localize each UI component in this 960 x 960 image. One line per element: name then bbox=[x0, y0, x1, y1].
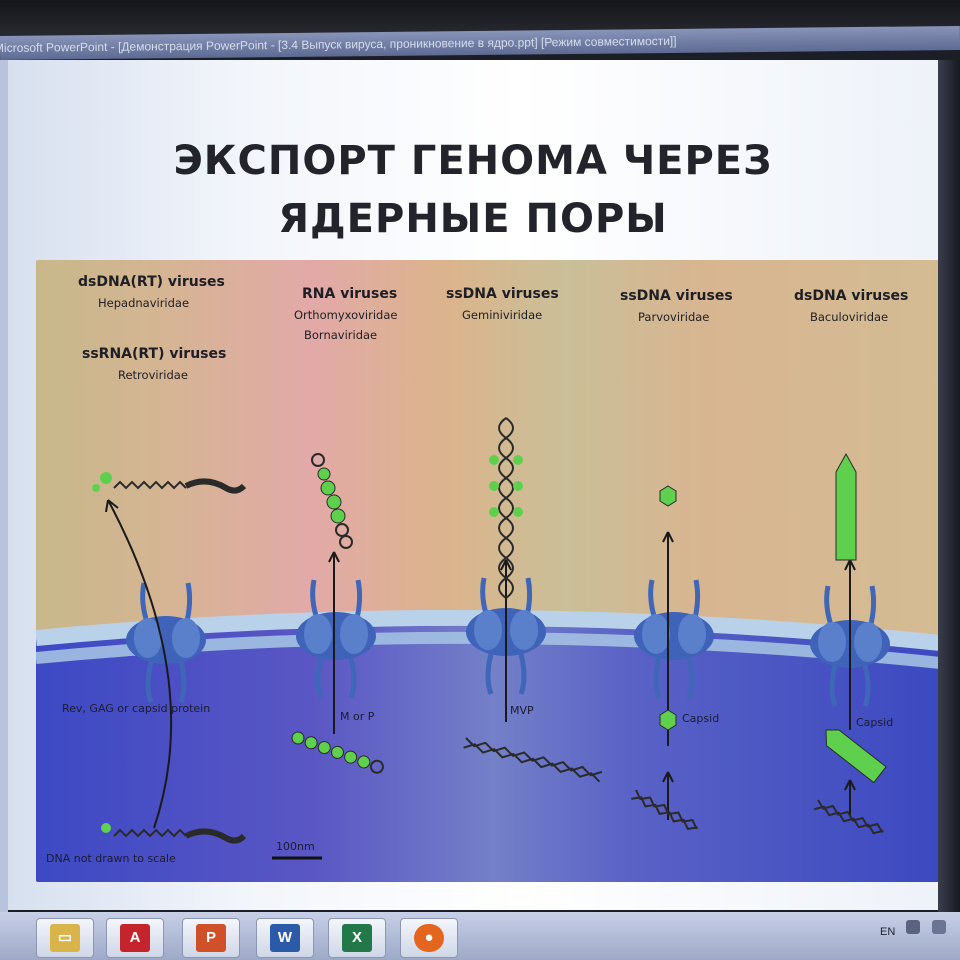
rnp-export-path bbox=[291, 453, 384, 774]
group-family-3a: Orthomyxoviridae bbox=[294, 308, 398, 322]
retro-export-path bbox=[92, 472, 247, 844]
screen-right-edge bbox=[938, 60, 960, 912]
taskbar-powerpoint-button[interactable]: P bbox=[182, 918, 240, 958]
taskbar-explorer-button[interactable]: ▭ bbox=[36, 918, 94, 958]
nuclear-pore-4 bbox=[634, 579, 714, 699]
folder-icon: ▭ bbox=[50, 924, 80, 952]
group-family-3b: Bornaviridae bbox=[304, 328, 378, 342]
tray-network-icon[interactable] bbox=[906, 920, 920, 934]
group-heading-4: ssDNA viruses bbox=[446, 286, 559, 302]
slide-title-line-2: ЯДЕРНЫЕ ПОРЫ bbox=[278, 196, 668, 242]
group-family-4: Geminiviridae bbox=[462, 308, 543, 322]
mvp-label: MVP bbox=[510, 704, 534, 717]
screen-left-edge bbox=[0, 60, 8, 912]
firefox-icon: ● bbox=[414, 924, 444, 952]
group-heading-2: ssRNA(RT) viruses bbox=[82, 346, 227, 362]
taskbar-word-button[interactable]: W bbox=[256, 918, 314, 958]
gemini-export-path bbox=[463, 417, 603, 783]
group-heading-6: dsDNA viruses bbox=[794, 288, 909, 304]
group-family-5: Parvoviridae bbox=[638, 310, 710, 324]
group-heading-1: dsDNA(RT) viruses bbox=[78, 274, 225, 290]
rev-gag-label: Rev, GAG or capsid protein bbox=[62, 702, 211, 715]
figure-drawing bbox=[36, 417, 950, 882]
window-title: Microsoft PowerPoint - [Демонстрация Pow… bbox=[0, 33, 677, 56]
nuclear-export-figure: dsDNA(RT) viruses Hepadnaviridae ssRNA(R… bbox=[36, 260, 950, 882]
group-heading-3: RNA viruses bbox=[302, 286, 398, 302]
taskbar-firefox-button[interactable]: ● bbox=[400, 918, 458, 958]
excel-icon: X bbox=[342, 924, 372, 952]
baculo-export-path bbox=[813, 452, 887, 835]
nuclear-pore-1 bbox=[126, 582, 206, 703]
acrobat-icon: A bbox=[120, 924, 150, 952]
scale-bar-label: 100nm bbox=[276, 840, 315, 853]
taskbar-excel-button[interactable]: X bbox=[328, 918, 386, 958]
capsid-label-parvo: Capsid bbox=[682, 712, 720, 725]
group-family-6: Baculoviridae bbox=[810, 310, 889, 324]
language-indicator[interactable]: EN bbox=[880, 926, 896, 938]
slide-title: ЭКСПОРТ ГЕНОМА ЧЕРЕЗ ЯДЕРНЫЕ ПОРЫ bbox=[8, 132, 938, 248]
powerpoint-icon: P bbox=[196, 924, 226, 952]
group-family-2: Retroviridae bbox=[118, 368, 188, 382]
group-heading-5: ssDNA viruses bbox=[620, 288, 733, 304]
taskbar-acrobat-button[interactable]: A bbox=[106, 918, 164, 958]
group-family-1: Hepadnaviridae bbox=[98, 296, 190, 310]
slide: ЭКСПОРТ ГЕНОМА ЧЕРЕЗ ЯДЕРНЫЕ ПОРЫ bbox=[8, 60, 950, 910]
parvo-export-path bbox=[631, 485, 698, 830]
footnote: DNA not drawn to scale bbox=[46, 852, 176, 865]
capsid-label-baculo: Capsid bbox=[856, 716, 894, 729]
nuclear-pore-2 bbox=[296, 579, 376, 699]
word-icon: W bbox=[270, 924, 300, 952]
m-or-p-label: M or P bbox=[340, 710, 375, 723]
slide-title-line-1: ЭКСПОРТ ГЕНОМА ЧЕРЕЗ bbox=[173, 138, 773, 184]
taskbar: ▭ A P W X ● bbox=[0, 912, 960, 960]
tray-volume-icon[interactable] bbox=[932, 920, 946, 934]
